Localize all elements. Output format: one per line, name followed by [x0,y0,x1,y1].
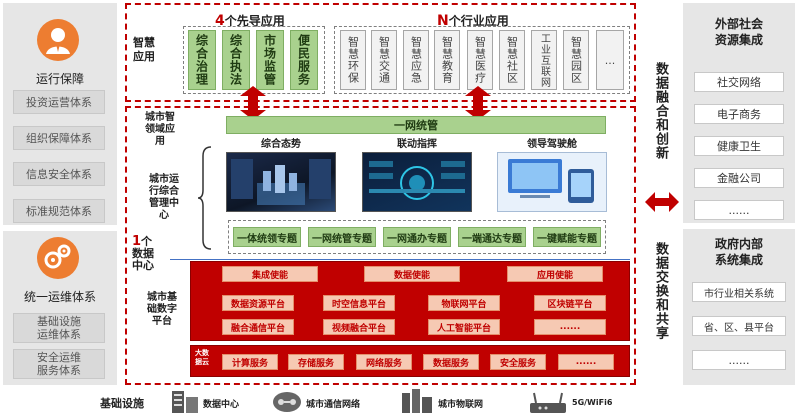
cloud-service-1: 计算服务 [222,354,278,370]
smart-apps-frame [125,3,636,102]
data-center-label: 1个 数据 中心 [132,234,178,272]
platform-row1-item-3: 应用使能 [507,266,603,282]
platform-row1-item-2: 数据使能 [364,266,460,282]
external-item-2: 电子商务 [694,104,784,124]
ops-maintenance-item-2: 安全运维 服务体系 [13,349,105,379]
smart-apps-label: 智慧 应用 [133,36,155,63]
industry-apps-heading: N个行业应用 [437,12,509,29]
infra-item-1: 数据中心 [203,400,240,410]
cloud-service-6: ...... [558,354,614,370]
cockpit-screen [497,152,607,212]
city-brain-label: 城市智 领域应 用 [145,112,175,147]
ops-support-item-2: 组织保障体系 [13,126,105,150]
platform-row3-item-2: 视频融合平台 [323,319,395,335]
industry-app-more: ... [596,30,624,90]
external-item-3: 健康卫生 [694,136,784,156]
ops-support-item-3: 信息安全体系 [13,162,105,186]
industry-apps-title: 个行业应用 [448,14,509,28]
city-brain-frame [125,106,636,385]
industry-app-4: 智慧教育 [434,30,460,90]
internal-item-3: ...... [692,350,786,370]
cloud-service-5: 安全服务 [490,354,546,370]
topic-2: 一网统管专题 [308,227,376,247]
double-arrow [645,192,679,212]
iot-icon [400,389,434,415]
platform-row2-item-1: 数据资源平台 [222,295,294,311]
command-screen [362,152,472,212]
infra-item-3: 城市物联网 [438,400,484,410]
digital-platform-label: 城市基 础数字 平台 [147,292,177,327]
leading-app-4: 便民服务 [290,30,318,90]
ops-maintenance-title: 统一运维体系 [23,290,96,304]
topic-1: 一体统领专题 [233,227,301,247]
platform-row3-item-1: 融合通信平台 [222,319,294,335]
fusion-innovation-text: 数据融合和创新 [653,62,668,160]
infra-item-2: 城市通信网络 [306,400,361,410]
ops-maintenance-item-1: 基础设施 运维体系 [13,313,105,343]
brace [197,146,212,250]
ops-support-item-4: 标准规范体系 [13,199,105,223]
data-center-count: 1 [132,234,142,249]
network-icon [272,390,302,414]
separator-line [170,259,630,260]
leading-app-2: 综合执法 [222,30,250,90]
platform-row3-item-4: ...... [534,319,606,335]
up-down-arrow-right [465,86,491,120]
situation-screen [226,152,336,212]
ops-support-item-1: 投资运营体系 [13,90,105,114]
topic-3: 一网通办专题 [383,227,451,247]
unified-management-bar: 一网统管 [226,116,606,134]
screen-title-1: 综合态势 [261,139,301,150]
external-resources-title: 外部社会 资源集成 [714,17,763,47]
topic-5: 一键赋能专题 [533,227,601,247]
external-item-4: 金融公司 [694,168,784,188]
leading-app-3: 市场监管 [256,30,284,90]
internal-item-2: 省、区、县平台 [692,316,786,336]
platform-row3-item-3: 人工智能平台 [428,319,500,335]
infra-label: 基础设施 [100,397,144,410]
infra-item-4: 5G/WiFi6 [572,398,613,407]
ops-maintenance-icon [36,236,80,280]
leading-app-1: 综合治理 [188,30,216,90]
cloud-service-4: 数据服务 [423,354,479,370]
topics-group [228,220,606,254]
data-center-text: 个 数据 中心 [132,235,154,272]
operation-center-label: 城市运 行综合 管理中 心 [149,174,179,221]
platform-row2-item-2: 时空信息平台 [323,295,395,311]
internal-systems-title: 政府内部 系统集成 [714,237,763,267]
cloud-label: 大数 据云 [195,349,209,366]
external-item-5: ...... [694,200,784,220]
industry-app-8: 智慧园区 [563,30,589,90]
industry-apps-count: N [437,13,449,29]
datacenter-icon [170,389,200,415]
platform-row2-item-4: 区块链平台 [534,295,606,311]
exchange-sharing-text: 数据交换和共享 [653,242,668,340]
platform-row2-item-3: 物联网平台 [428,295,500,311]
cloud-service-3: 网络服务 [356,354,412,370]
screen-title-2: 联动指挥 [397,139,437,150]
internal-item-1: 市行业相关系统 [692,282,786,302]
industry-app-5: 智慧医疗 [467,30,493,90]
ops-support-title: 运行保障 [35,72,84,86]
leading-apps-title: 个先导应用 [224,14,285,28]
cloud-service-2: 存储服务 [288,354,344,370]
platform-row1-item-1: 集成使能 [222,266,318,282]
industry-app-7: 工业互联网 [531,30,557,90]
external-item-1: 社交网络 [694,72,784,92]
screen-title-3: 领导驾驶舱 [527,139,577,150]
industry-app-6: 智慧社区 [499,30,525,90]
industry-app-2: 智慧交通 [371,30,397,90]
industry-app-1: 智慧环保 [340,30,366,90]
leading-apps-heading: 4个先导应用 [215,12,285,29]
wifi-router-icon [528,389,568,415]
topic-4: 一端通达专题 [458,227,526,247]
industry-app-3: 智慧应急 [403,30,429,90]
ops-support-icon [36,18,80,62]
leading-apps-count: 4 [215,13,225,29]
up-down-arrow-left [240,86,266,120]
